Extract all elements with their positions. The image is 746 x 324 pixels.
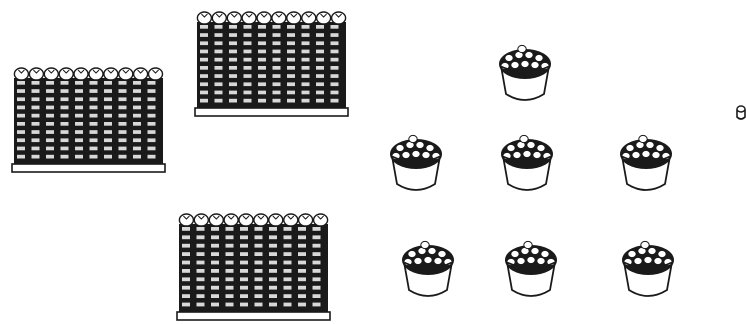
ones-group — [737, 106, 745, 119]
ten-basket-icon — [402, 241, 454, 296]
ten-basket-icon — [622, 241, 674, 296]
ten-basket-icon — [505, 241, 557, 296]
tens-group — [390, 45, 674, 296]
hundred-tray-icon — [177, 214, 330, 320]
ten-basket-icon — [499, 45, 551, 100]
single-egg-icon — [737, 106, 745, 119]
hundred-tray-icon — [12, 68, 165, 172]
hundred-tray-icon — [195, 12, 348, 116]
ten-basket-icon — [620, 135, 672, 190]
ten-basket-icon — [501, 135, 553, 190]
ten-basket-icon — [390, 135, 442, 190]
hundreds-group — [12, 12, 348, 320]
